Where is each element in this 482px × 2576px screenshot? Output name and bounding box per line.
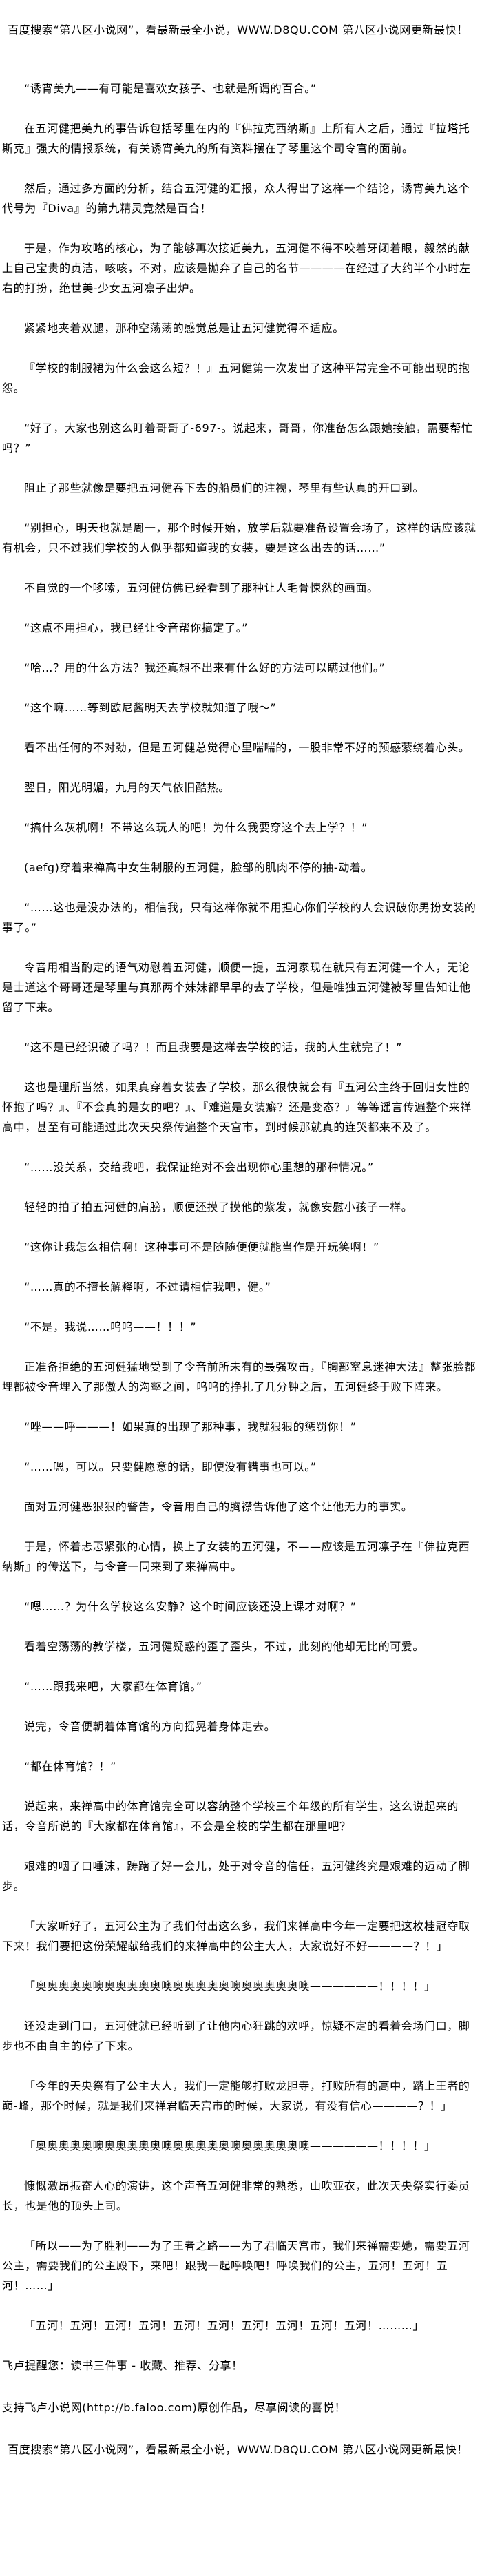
- support-notice: 支持飞卢小说网(http://b.faloo.com)原创作品，尽享阅读的喜悦！: [2, 2401, 346, 2414]
- paragraph: 于是，怀着忐忑紧张的心情，换上了女装的五河健，不——应该是五河凛子在『佛拉克西纳…: [2, 1540, 470, 1573]
- paragraph: “……这也是没办法的，相信我，只有这样你就不用担心你们学校的人会识破你男扮女装的…: [2, 901, 476, 934]
- paragraph: 「大家听好了，五河公主为了我们付出这么多，我们来禅高中今年一定要把这枚桂冠夺取下…: [2, 1920, 470, 1953]
- paragraph: “……跟我来吧，大家都在体育馆。”: [24, 1680, 202, 1693]
- paragraph: “嗯……？为什么学校这么安静？这个时间应该还没上课才对啊？”: [24, 1600, 357, 1613]
- paragraph: 「奥奥奥奥奥噢奥奥奥奥奥噢奥奥奥奥奥噢奥奥奥奥奥噢——————！！！！」: [24, 2139, 436, 2152]
- paragraph: 「今年的天央祭有了公主大人，我们一定能够打败龙胆寺，打败所有的高中，踏上王者的巅…: [2, 2079, 470, 2112]
- footer: 飞卢提醒您：读书三件事 - 收藏、推荐、分享！ 支持飞卢小说网(http://b…: [2, 2356, 480, 2460]
- paragraph: 看不出任何的不对劲，但是五河健总觉得心里喘喘的，一股非常不好的预感萦绕着心头。: [24, 741, 470, 754]
- site-banner-top: 百度搜索“第八区小说网”，看最新最全小说，WWW.D8QU.COM 第八区小说网…: [8, 23, 468, 37]
- paragraph: “这点不用担心，我已经让令音帮你搞定了。”: [24, 621, 249, 634]
- paragraph: 翌日，阳光明媚，九月的天气依旧酷热。: [24, 781, 230, 794]
- paragraph: 「五河！五河！五河！五河！五河！五河！五河！五河！五河！五河！………」: [24, 2319, 425, 2332]
- paragraph: 轻轻的拍了拍五河健的肩膀，顺便还摸了摸他的紫发，就像安慰小孩子一样。: [24, 1201, 413, 1214]
- reading-reminder: 飞卢提醒您：读书三件事 - 收藏、推荐、分享！: [2, 2359, 243, 2372]
- paragraph: 在五河健把美九的事告诉包括琴里在内的『佛拉克西纳斯』上所有人之后，通过『拉塔托斯…: [2, 122, 470, 155]
- paragraph: 不自觉的一个哆嗦，五河健仿佛已经看到了那种让人毛骨悚然的画面。: [24, 581, 379, 594]
- page: 百度搜索“第八区小说网”，看最新最全小说，WWW.D8QU.COM 第八区小说网…: [2, 23, 480, 2460]
- paragraph: “……没关系，交给我吧，我保证绝对不会出现你心里想的那种情况。”: [24, 1161, 374, 1174]
- paragraph: 阻止了那些就像是要把五河健吞下去的船员们的注视，琴里有些认真的开口到。: [24, 481, 425, 495]
- paragraph: 慷慨激昂振奋人心的演讲，这个声音五河健非常的熟悉，山吹亚衣，此次天央祭实行委员长…: [2, 2179, 470, 2212]
- paragraph: 艰难的咽了口唾沫，踌躇了好一会儿，处于对令音的信任，五河健终究是艰难的迈动了脚步…: [2, 1860, 470, 1893]
- paragraph: 「所以——为了胜利——为了王者之路——为了君临天宫市，我们来禅需要她，需要五河公…: [2, 2239, 470, 2292]
- paragraph: 说起来，来禅高中的体育馆完全可以容纳整个学校三个年级的所有学生，这么说起来的话，…: [2, 1800, 459, 1833]
- paragraph: “唑——呼———！如果真的出现了那种事，我就狠狠的惩罚你！”: [24, 1420, 357, 1433]
- paragraph: 看着空荡荡的教学楼，五河健疑惑的歪了歪头，不过，此刻的他却无比的可爱。: [24, 1640, 425, 1653]
- paragraph: 说完，令音便朝着体育馆的方向摇晃着身体走去。: [24, 1720, 276, 1733]
- paragraph: “这你让我怎么相信啊！这种事可不是随随便便就能当作是开玩笑啊！”: [24, 1240, 379, 1254]
- paragraph: 正准备拒绝的五河健猛地受到了令音前所未有的最强攻击，『胸部窒息迷神大法』整张脸都…: [2, 1360, 476, 1393]
- paragraph: “这不是已经识破了吗？！而且我要是这样去学校的话，我的人生就完了！”: [24, 1041, 402, 1054]
- paragraph: 「奥奥奥奥奥噢奥奥奥奥奥噢奥奥奥奥奥噢奥奥奥奥奥噢——————！！！！」: [24, 1980, 436, 1993]
- paragraph: 令音用相当酌定的语气劝慰着五河健，顺便一提，五河家现在就只有五河健一个人，无论是…: [2, 961, 471, 1014]
- paragraph: 还没走到门口，五河健就已经听到了让他内心狂跳的欢呼，惊疑不定的看着会场门口，脚步…: [2, 2019, 470, 2053]
- site-banner-bottom: 百度搜索“第八区小说网”，看最新最全小说，WWW.D8QU.COM 第八区小说网…: [8, 2443, 468, 2456]
- paragraph: 紧紧地夹着双腿，那种空荡荡的感觉总是让五河健觉得不适应。: [24, 322, 344, 335]
- paragraph: “别担心，明天也就是周一，那个时候开始，放学后就要准备设置会场了，这样的话应该就…: [2, 521, 476, 554]
- paragraph: “……真的不擅长解释啊，不过请相信我吧，健。”: [24, 1280, 271, 1294]
- paragraph: “诱宵美九——有可能是喜欢女孩子、也就是所谓的百合。”: [24, 82, 317, 95]
- paragraph: “不是，我说……呜呜——！！！”: [24, 1320, 197, 1333]
- chapter-body: “诱宵美九——有可能是喜欢女孩子、也就是所谓的百合。” 在五河健把美九的事告诉包括…: [2, 79, 480, 2336]
- paragraph: 『学校的制服裙为什么会这么短？！』五河健第一次发出了这种平常完全不可能出现的抱怨…: [2, 362, 470, 395]
- paragraph: 于是，作为攻略的核心，为了能够再次接近美九，五河健不得不咬着牙闭着眼，毅然的献上…: [2, 242, 471, 295]
- paragraph: “这个嘛……等到欧尼酱明天去学校就知道了哦～”: [24, 701, 277, 714]
- paragraph: 然后，通过多方面的分析，结合五河健的汇报，众人得出了这样一个结论，诱宵美九这个代…: [2, 182, 470, 215]
- paragraph: 面对五河健恶狠狠的警告，令音用自己的胸襟告诉他了这个让他无力的事实。: [24, 1500, 413, 1513]
- paragraph: “……嗯，可以。只要健愿意的话，即使没有错事也可以。”: [24, 1460, 317, 1473]
- paragraph: (aefg)穿着来禅高中女生制服的五河健，脸部的肌肉不停的抽-动着。: [24, 861, 373, 874]
- paragraph: “都在体育馆？！”: [24, 1760, 116, 1773]
- paragraph: 这也是理所当然，如果真穿着女装去了学校，那么很快就会有『五河公主终于回归女性的怀…: [2, 1081, 472, 1134]
- paragraph: “搞什么灰机啊！不带这么玩人的吧！为什么我要穿这个去上学？！”: [24, 821, 368, 834]
- paragraph: “好了，大家也别这么盯着哥哥了-697-。说起来，哥哥，你准备怎么跟她接触，需要…: [2, 422, 473, 455]
- paragraph: “哈…？用的什么方法？我还真想不出来有什么好的方法可以瞒过他们。”: [24, 661, 386, 674]
